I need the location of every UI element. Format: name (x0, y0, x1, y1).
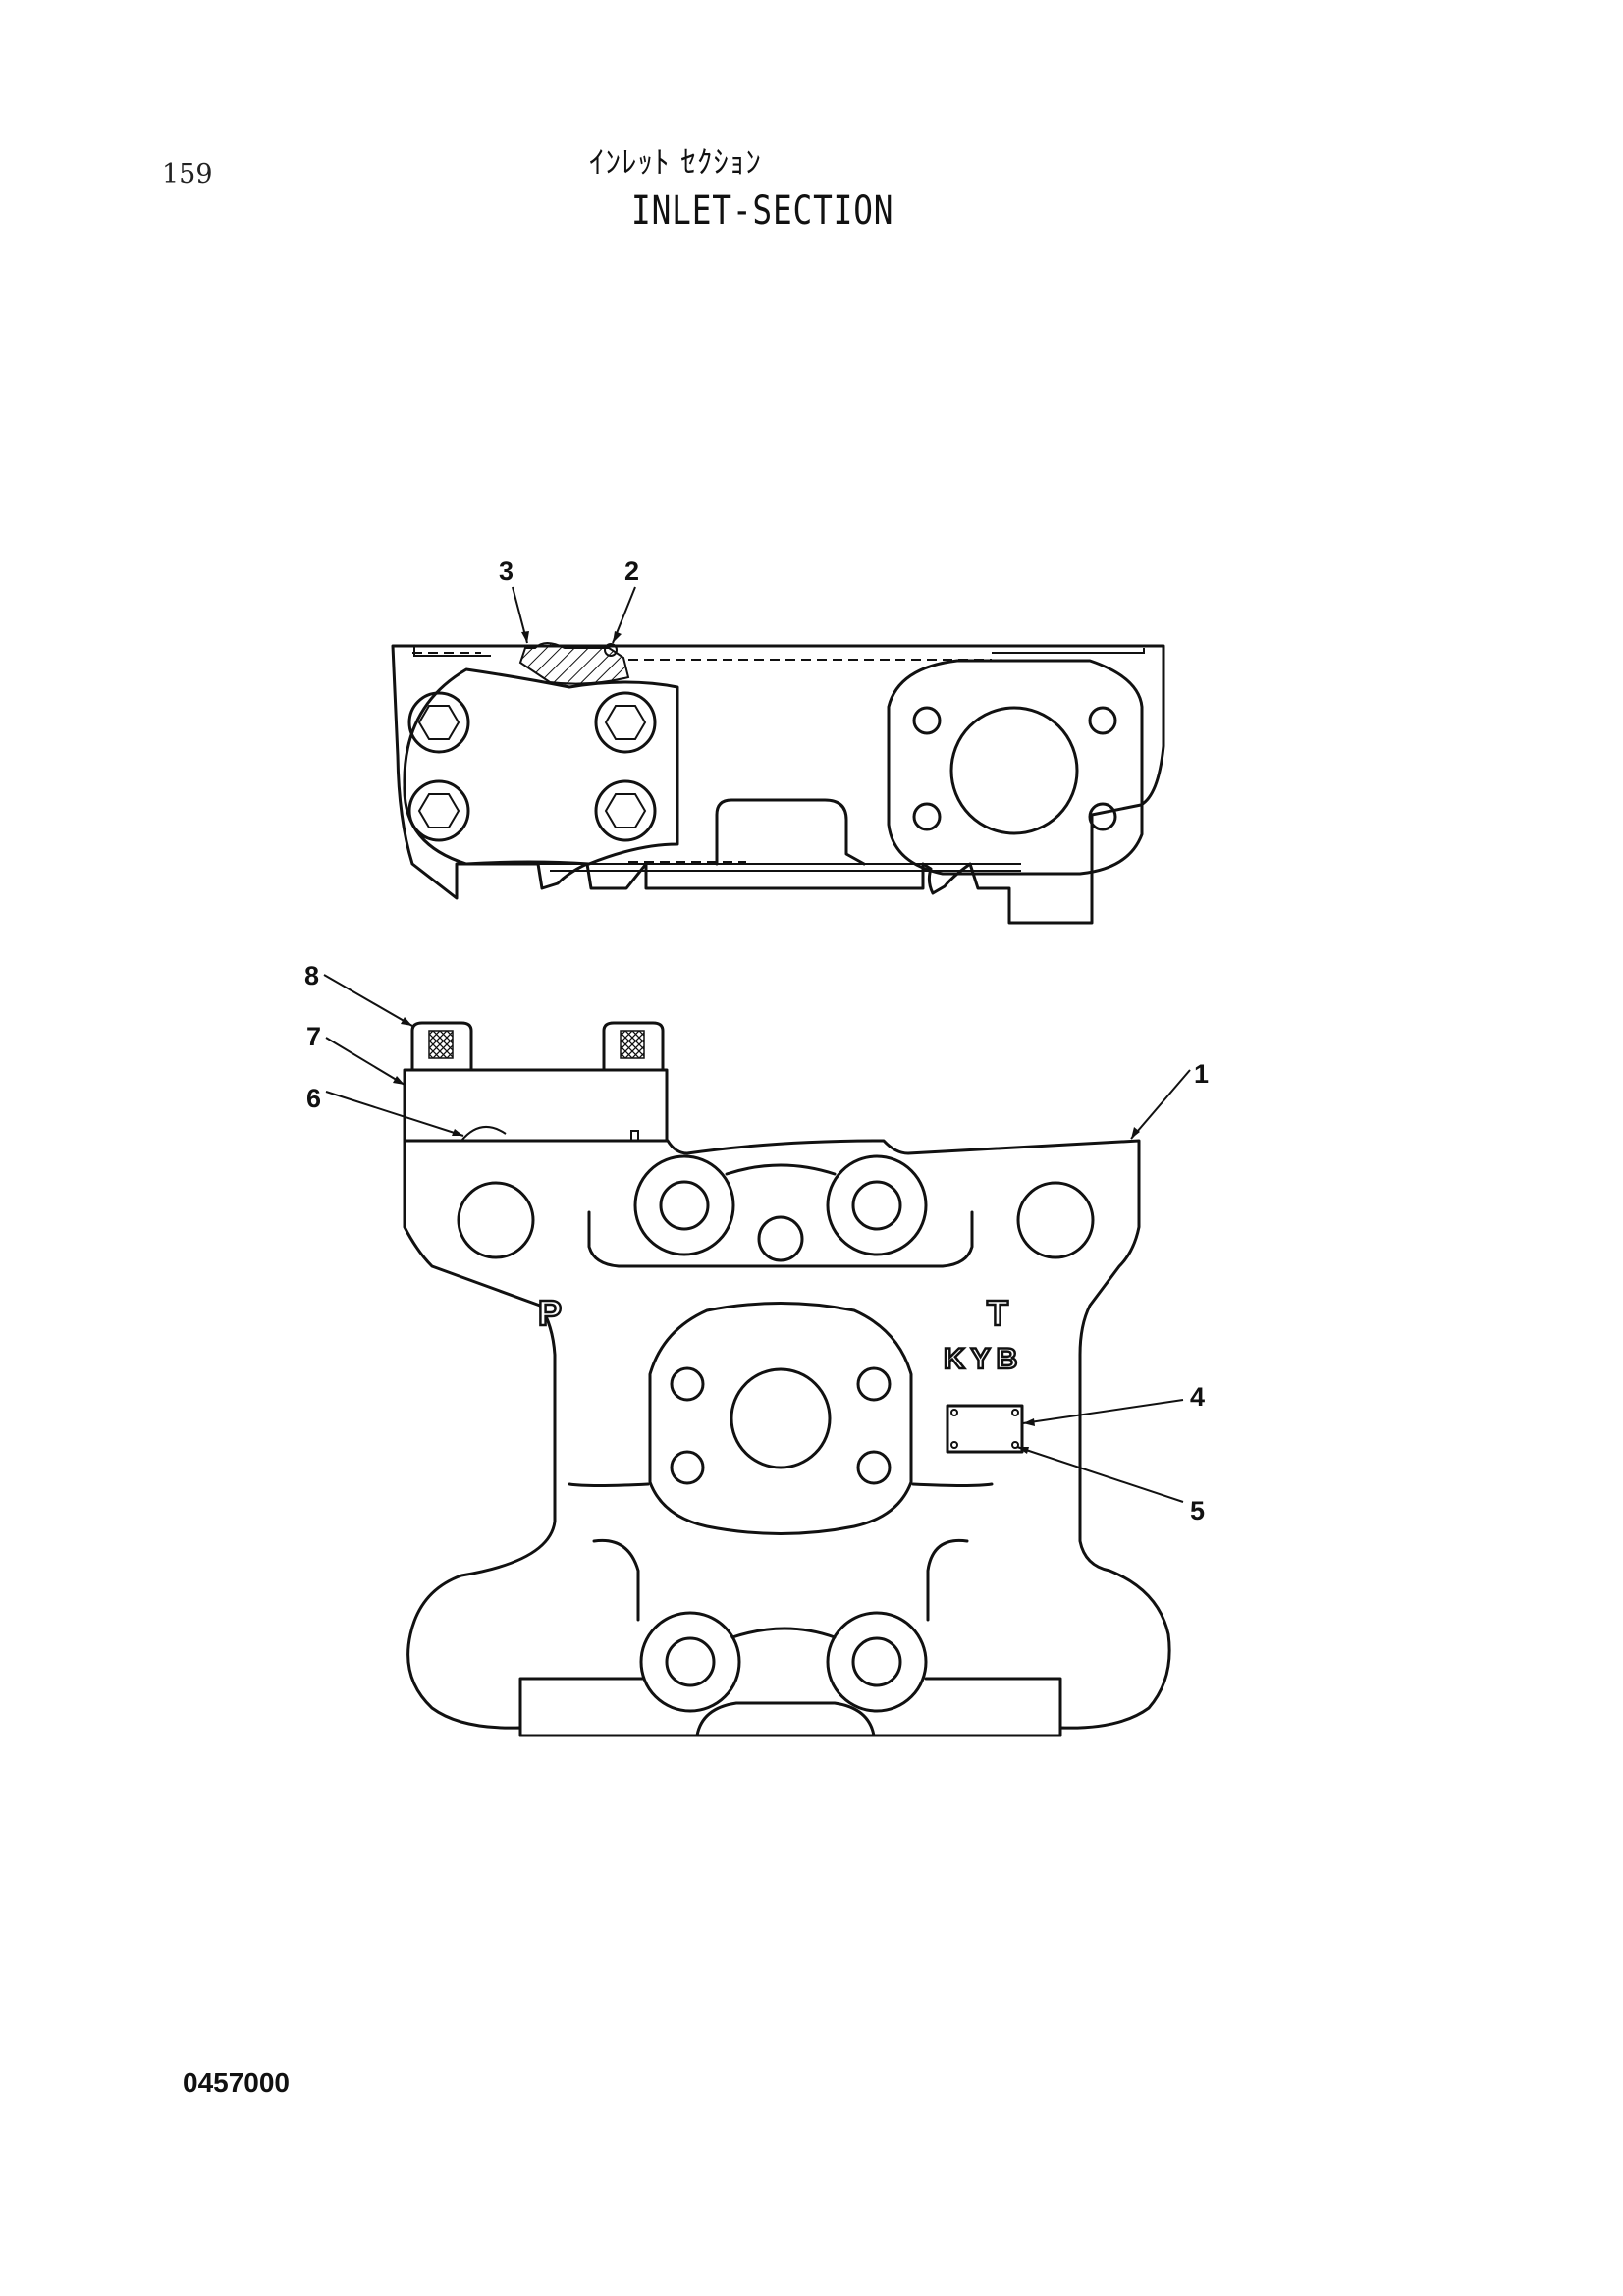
bolt-head-outer (594, 691, 657, 754)
callout-5: 5 (1190, 1496, 1205, 1525)
lower-boss-outer-right (826, 1611, 928, 1713)
cover-o-ring (460, 1126, 507, 1142)
callout-4: 4 (1190, 1382, 1205, 1412)
leader-7 (325, 1037, 406, 1086)
upper-boss-rib (725, 1163, 837, 1176)
port-t-marking: T (987, 1293, 1008, 1333)
flange-hole-icon (856, 1366, 892, 1402)
hex-bolt-icon (604, 705, 647, 740)
seal-hatch-section (518, 642, 630, 685)
body-hole-large-left (457, 1181, 535, 1259)
hex-bolt-icon (604, 793, 647, 828)
flange-hole-icon (670, 1450, 705, 1485)
callout-6: 6 (306, 1084, 321, 1113)
boss-inner-left (659, 1180, 710, 1231)
mid-recess-right (911, 1482, 994, 1487)
valve-body-outline (403, 1139, 1171, 1737)
plug-left (410, 1021, 473, 1072)
boss-outer-left (633, 1154, 735, 1256)
kyb-logo: KYB (944, 1343, 1023, 1375)
upper-recess-curve (587, 1210, 974, 1268)
lower-boss-inner-left (665, 1636, 716, 1687)
flange-hole-icon (670, 1366, 705, 1402)
callout-1: 1 (1194, 1059, 1209, 1089)
rivet-icon (950, 1409, 958, 1416)
center-small-hole (757, 1215, 804, 1262)
page-number: 159 (162, 159, 213, 189)
lower-boss-outer-left (639, 1611, 741, 1713)
nameplate (946, 1404, 1024, 1454)
callout-8: 8 (304, 961, 319, 990)
flange-hole-icon (912, 802, 942, 831)
bolt-head-outer (407, 691, 470, 754)
center-flange (648, 1302, 913, 1535)
leader-1 (1130, 1069, 1191, 1140)
bottom-rail (518, 1677, 1062, 1737)
plug-knurl-left (428, 1030, 454, 1059)
top-view (391, 642, 1165, 925)
lower-boss-inner-right (851, 1636, 902, 1687)
bolt-head-outer (594, 779, 657, 842)
bolt-head-outer (407, 779, 470, 842)
mid-recess-left (568, 1482, 650, 1487)
bolt-head-group (407, 691, 657, 842)
drawing-number: 0457000 (183, 2067, 291, 2098)
plug-knurl-right (620, 1030, 645, 1059)
lower-channel-right (926, 1538, 969, 1622)
center-port-bore (730, 1367, 832, 1469)
plug-right (602, 1021, 665, 1072)
leader-8 (323, 974, 413, 1027)
rivet-icon (1011, 1409, 1019, 1416)
port-p-marking: P (538, 1293, 562, 1333)
hex-bolt-icon (417, 705, 460, 740)
callout-2: 2 (624, 557, 639, 586)
top-view-outline (391, 644, 1165, 925)
lower-boss-rib (730, 1627, 837, 1639)
boss-outer-right (826, 1154, 928, 1256)
top-right-flange (887, 659, 1144, 876)
flange-hole-icon (912, 706, 942, 735)
callouts: 3 2 8 7 6 1 4 5 (304, 557, 1209, 1525)
top-edge-left-lip (413, 646, 491, 657)
title-japanese: ｲﾝﾚｯﾄ ｾｸｼｮﾝ (589, 145, 762, 181)
rivet-icon (1011, 1441, 1019, 1449)
top-right-port-bore (949, 706, 1079, 835)
boss-inner-right (851, 1180, 902, 1231)
callout-7: 7 (306, 1022, 321, 1051)
top-center-boss (715, 798, 866, 866)
body-hole-large-right (1016, 1181, 1095, 1259)
top-edge-right-lip (992, 648, 1145, 654)
rivet-icon (950, 1441, 958, 1449)
flange-hole-icon (1088, 802, 1117, 831)
leader-6 (325, 1091, 464, 1137)
leader-4 (1022, 1399, 1184, 1424)
bottom-rail-notch (695, 1701, 876, 1737)
front-view: P T KYB (403, 1021, 1171, 1737)
hex-bolt-icon (417, 793, 460, 828)
callout-3: 3 (499, 557, 514, 586)
bottom-edge-rib (538, 863, 1021, 872)
leader-5 (1016, 1446, 1184, 1503)
top-left-flange (403, 667, 679, 866)
title-english: INLET-SECTION (631, 188, 894, 234)
lower-channel-left (592, 1538, 640, 1622)
flange-hole-icon (856, 1450, 892, 1485)
o-ring-section (604, 643, 618, 657)
flange-hole-icon (1088, 706, 1117, 735)
